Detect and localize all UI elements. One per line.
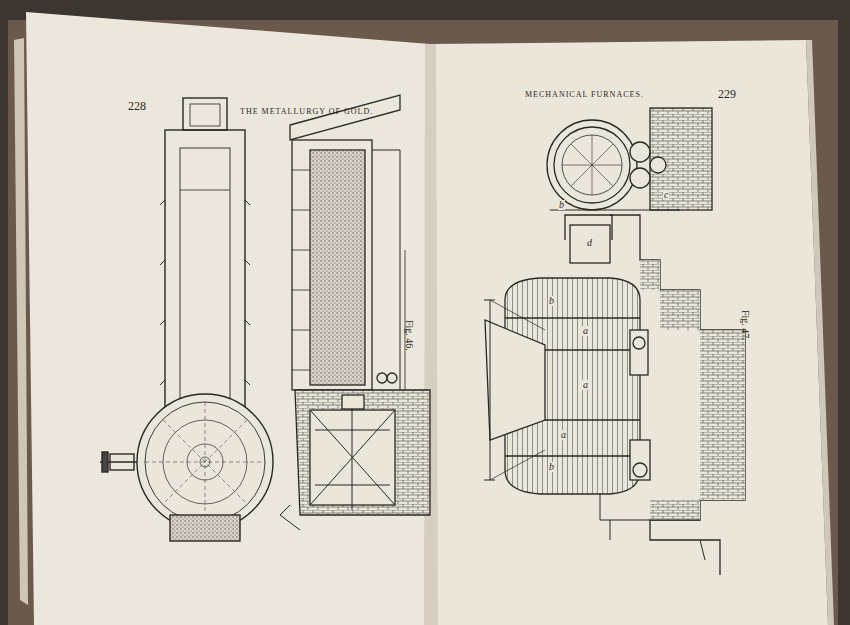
callout-letter: b [548,296,555,306]
callout-letter: b [548,462,555,472]
callout-letter: a [560,430,567,440]
callout-letter: c [663,190,669,200]
callout-letter: a [582,326,589,336]
page-number: 228 [128,100,146,112]
running-head: THE METALLURGY OF GOLD. [240,108,373,116]
running-head: MECHANICAL FURNACES. [525,91,644,99]
callout-letter: d [586,238,593,248]
callout-letter: b [558,200,565,210]
figure-number: Fig. 47. [740,310,750,341]
figure-number: Fig. 46. [404,320,414,351]
callout-letter: a [582,380,589,390]
page-number: 229 [718,88,736,100]
